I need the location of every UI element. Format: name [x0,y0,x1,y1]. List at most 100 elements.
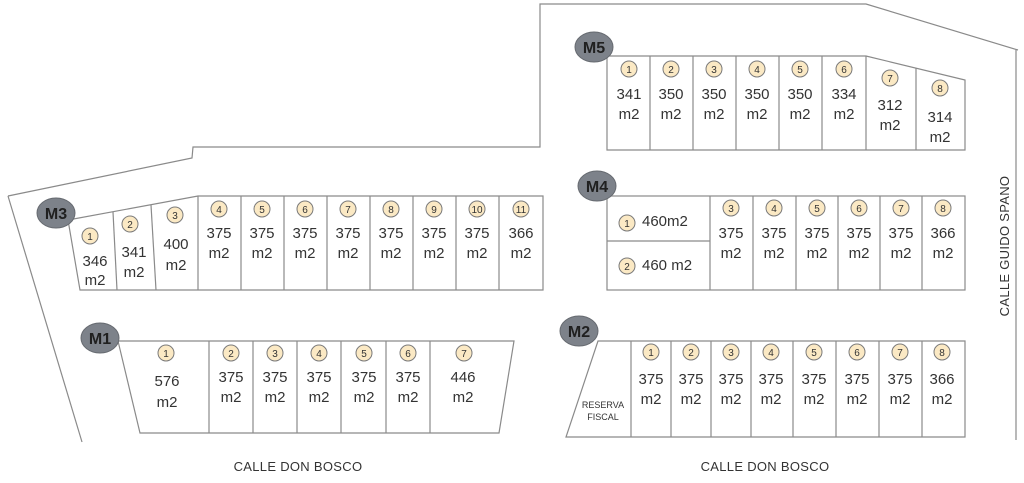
lot-m4-1[interactable]: 1 460m2 [618,213,688,232]
lot-number-badge [355,344,373,362]
lot-m3-11[interactable]: 11 366 m2 [508,200,534,262]
lot-area: 375 [804,225,829,242]
lot-number: 4 [768,348,774,359]
lot-area-unit: m2 [932,391,953,408]
lot-number: 9 [431,205,437,216]
lot-m3-9[interactable]: 9 375 m2 [421,200,447,262]
lot-area: 346 [82,253,107,270]
block-m2: RESERVA FISCAL 1 375 m2 2 375 m2 3 375 m… [559,315,966,438]
lot-m3-10[interactable]: 10 375 m2 [464,200,490,262]
lot-number: 5 [361,349,367,360]
lot-m4-4[interactable]: 4 375 m2 [761,199,787,262]
lot-area: 341 [616,86,641,103]
lot-m2-7[interactable]: 7 375 m2 [887,343,913,408]
lot-m5-8[interactable]: 8 314 m2 [927,79,953,146]
lot-number: 4 [771,204,777,215]
lot-m2-6[interactable]: 6 375 m2 [844,343,870,408]
lot-area: 375 [292,225,317,242]
lot-number-badge [791,60,809,78]
lot-m3-8[interactable]: 8 375 m2 [378,200,404,262]
lot-number-badge [512,200,530,218]
lot-area-unit: m2 [681,391,702,408]
lot-area-unit: m2 [85,272,106,289]
lot-m5-7[interactable]: 7 312 m2 [877,69,903,134]
lot-number: 10 [471,205,483,216]
lot-number: 1 [163,349,169,360]
lot-m5-1[interactable]: 1 341 m2 [616,60,642,123]
lot-m2-2[interactable]: 2 375 m2 [678,343,704,408]
lot-number-badge [425,200,443,218]
lot-m1-3[interactable]: 3 375 m2 [262,344,288,406]
lot-m1-1[interactable]: 1 576 m2 [154,344,180,411]
block-label-m3: M3 [36,197,76,229]
lot-area-unit: m2 [619,106,640,123]
lot-area: 366 [929,371,954,388]
lot-m2-3[interactable]: 3 375 m2 [718,343,744,408]
lot-number: 5 [797,65,803,76]
block-label: M3 [45,206,67,223]
lot-area-unit: m2 [721,245,742,262]
lot-area-unit: m2 [721,391,742,408]
lot-area-unit: m2 [424,245,445,262]
lot-area: 460 m2 [642,257,692,274]
lot-area-unit: m2 [930,129,951,146]
lot-area: 375 [887,371,912,388]
lot-number: 3 [172,211,178,222]
lot-number-badge [618,214,636,232]
lot-m1-6[interactable]: 6 375 m2 [395,344,421,406]
lot-m4-6[interactable]: 6 375 m2 [846,199,872,262]
lot-m3-3[interactable]: 3 400 m2 [163,206,189,274]
lot-number: 7 [897,348,903,359]
lot-number: 6 [302,205,308,216]
lot-area-unit: m2 [453,389,474,406]
lot-m5-3[interactable]: 3 350 m2 [701,60,727,123]
lot-m4-5[interactable]: 5 375 m2 [804,199,830,262]
reserva-fiscal-area: RESERVA FISCAL [582,400,624,422]
lot-m3-7[interactable]: 7 375 m2 [335,200,361,262]
lot-area-unit: m2 [252,245,273,262]
lot-number-badge [121,215,139,233]
lot-m5-4[interactable]: 4 350 m2 [744,60,770,123]
lot-m2-1[interactable]: 1 375 m2 [638,343,664,408]
lot-number: 8 [939,348,945,359]
lot-m1-2[interactable]: 2 375 m2 [218,344,244,406]
street-name-right: CALLE GUIDO SPANO [997,176,1012,317]
lot-m3-4[interactable]: 4 375 m2 [206,200,232,262]
lot-area-unit: m2 [354,389,375,406]
lot-m5-5[interactable]: 5 350 m2 [787,60,813,123]
lot-number: 3 [711,65,717,76]
block-m5: 1 341 m2 2 350 m2 3 350 m2 4 350 m2 5 35… [574,31,966,151]
lot-m3-2[interactable]: 2 341 m2 [121,215,147,281]
lot-m2-8[interactable]: 8 366 m2 [929,343,955,408]
lot-number-badge [296,200,314,218]
lot-number: 7 [461,349,467,360]
lot-number: 2 [668,65,674,76]
lot-m3-1[interactable]: 1 346 m2 [81,227,108,289]
lot-m4-8[interactable]: 8 366 m2 [930,199,956,262]
lot-area-unit: m2 [804,391,825,408]
lot-area-unit: m2 [847,391,868,408]
lot-m3-6[interactable]: 6 375 m2 [292,200,318,262]
lot-m3-5[interactable]: 5 375 m2 [249,200,275,262]
lot-m4-3[interactable]: 3 375 m2 [718,199,744,262]
lot-m5-2[interactable]: 2 350 m2 [658,60,684,123]
lot-area: 334 [831,86,856,103]
lot-m5-6[interactable]: 6 334 m2 [831,60,857,123]
lot-number: 5 [814,204,820,215]
block-label: M1 [89,331,111,348]
lot-area: 375 [718,225,743,242]
lot-m2-5[interactable]: 5 375 m2 [801,343,827,408]
lot-m1-5[interactable]: 5 375 m2 [351,344,377,406]
lot-m1-4[interactable]: 4 375 m2 [306,344,332,406]
lot-number-badge [808,199,826,217]
lot-number-badge [765,199,783,217]
lot-m4-2[interactable]: 2 460 m2 [618,257,692,275]
lot-number-badge [722,199,740,217]
lot-number-badge [835,60,853,78]
lot-area: 350 [787,86,812,103]
lot-number: 7 [345,205,351,216]
lot-m1-7[interactable]: 7 446 m2 [450,344,476,406]
lot-m4-7[interactable]: 7 375 m2 [888,199,914,262]
lot-m2-4[interactable]: 4 375 m2 [758,343,784,408]
